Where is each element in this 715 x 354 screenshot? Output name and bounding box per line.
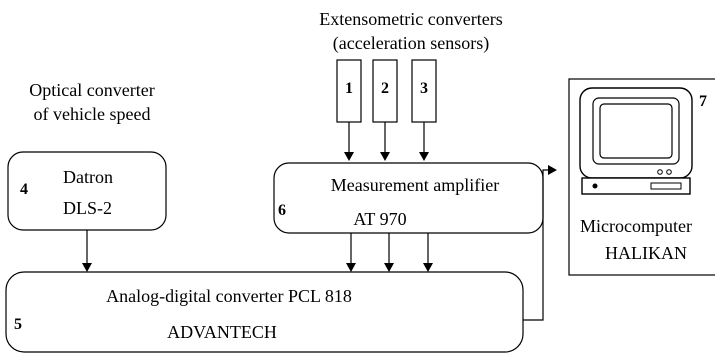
sensor-3-number: 3 [420,80,428,97]
computer-block: 7 Microcomputer HALIKAN [568,78,715,276]
adc-block: Analog-digital converter PCL 818 5 ADVAN… [5,271,524,353]
sensors-caption-line2: (acceleration sensors) [333,33,489,54]
sensor-3: 3 [411,59,437,123]
computer-name: Microcomputer [580,216,692,236]
sensor-1-number: 1 [345,80,353,97]
computer-number: 7 [699,93,707,110]
datron-name-line1: Datron [63,167,113,187]
datron-name-line2: DLS-2 [63,198,112,218]
adc-to-computer-arrow [523,165,557,321]
sensor-arrows [344,122,429,161]
amplifier-block: Measurement amplifier 6 AT 970 [273,162,544,234]
sensors-caption-line1: Extensometric converters [319,9,502,29]
amplifier-to-adc-arrows [346,233,433,272]
sensor-2-number: 2 [381,80,389,97]
amplifier-number: 6 [278,202,286,219]
optical-caption-line1: Optical converter [29,80,154,100]
sensor-2: 2 [372,59,398,123]
computer-icon [579,87,693,195]
datron-to-adc-arrow [82,230,92,272]
adc-number: 5 [14,316,22,333]
computer-model: HALIKAN [605,243,687,263]
adc-name: Analog-digital converter PCL 818 [106,286,352,306]
adc-vendor: ADVANTECH [167,322,277,342]
sensor-1: 1 [336,59,362,123]
amplifier-name: Measurement amplifier [331,175,499,195]
optical-caption-line2: of vehicle speed [34,104,151,124]
amplifier-model: AT 970 [353,209,406,229]
datron-number: 4 [20,181,28,198]
datron-block: 4 Datron DLS-2 [7,151,167,231]
